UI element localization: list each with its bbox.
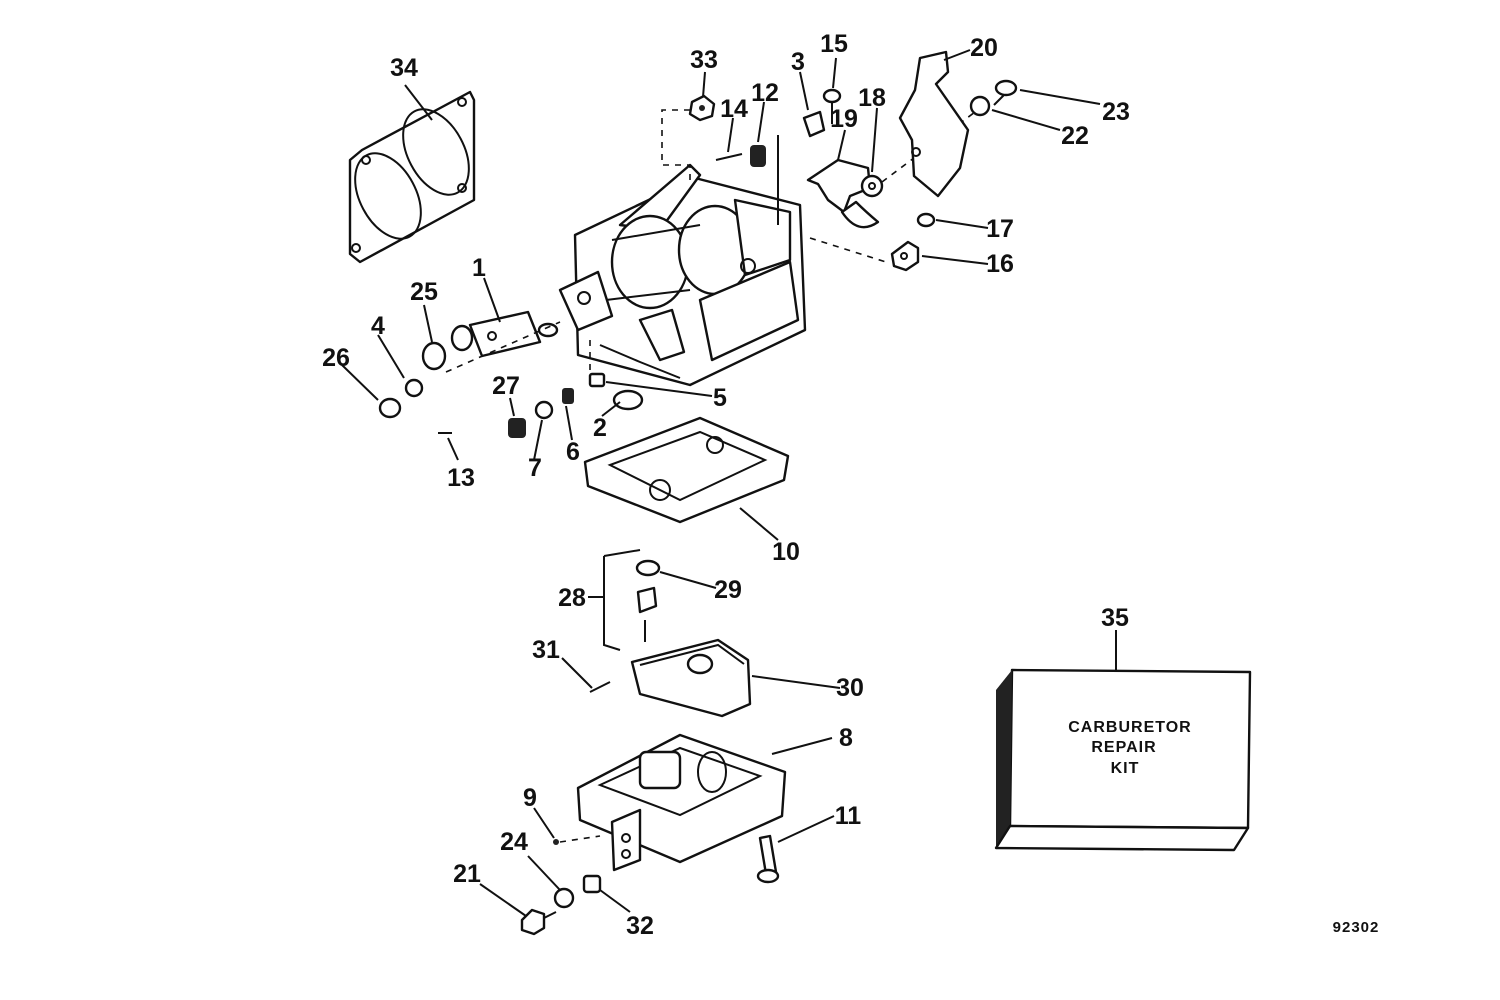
label-17: 17: [986, 215, 1014, 243]
label-12: 12: [751, 79, 779, 107]
label-5: 5: [713, 384, 727, 412]
label-27: 27: [492, 372, 520, 400]
part-labels: 1 2 3 4 5 6 7 8 9 10 11 12 13 14 15 16 1…: [322, 30, 1130, 940]
bracket-3: [777, 110, 826, 225]
label-4: 4: [371, 312, 385, 340]
kit-line-3: KIT: [1111, 760, 1140, 777]
screw-23: [993, 79, 1018, 106]
label-3: 3: [791, 48, 805, 76]
clamp-16: [890, 240, 920, 272]
screw-17: [916, 212, 936, 228]
label-34: 34: [390, 54, 418, 82]
label-26: 26: [322, 344, 350, 372]
label-20: 20: [970, 34, 998, 62]
jet-32: [582, 874, 602, 894]
label-2: 2: [593, 414, 607, 442]
washer-18: [860, 174, 884, 198]
needle-seat-28: [603, 549, 661, 651]
figure-number: 92302: [1333, 919, 1380, 936]
screw-11: [756, 834, 780, 884]
label-33: 33: [690, 46, 718, 74]
label-9: 9: [523, 784, 537, 812]
label-11: 11: [835, 802, 862, 830]
throttle-shaft-1: [450, 310, 559, 358]
label-8: 8: [839, 724, 853, 752]
label-21: 21: [453, 860, 481, 888]
label-1: 1: [472, 254, 486, 282]
label-6: 6: [566, 438, 580, 466]
label-13: 13: [447, 464, 475, 492]
lever-19: [806, 158, 872, 214]
label-35: 35: [1101, 604, 1129, 632]
repair-kit-box-35: CARBURETOR REPAIR KIT: [994, 668, 1252, 852]
nut-33: [688, 94, 716, 122]
label-16: 16: [986, 250, 1014, 278]
label-22: 22: [1061, 122, 1089, 150]
label-18: 18: [858, 84, 886, 112]
pin-31: [589, 681, 611, 693]
float-bowl-8: [559, 733, 787, 872]
label-30: 30: [836, 674, 864, 702]
label-24: 24: [500, 828, 528, 856]
label-25: 25: [410, 278, 438, 306]
label-32: 32: [626, 912, 654, 940]
kit-line-1: CARBURETOR: [1068, 719, 1191, 736]
leader-lines: [341, 49, 1117, 917]
kit-line-2: REPAIR: [1091, 739, 1156, 756]
label-19: 19: [830, 105, 858, 133]
float-30: [630, 638, 752, 718]
screw-21: [520, 908, 557, 936]
ball-9: [553, 839, 559, 845]
washer-7: [534, 400, 554, 420]
washer-4: [404, 378, 424, 398]
dash-shaft: [445, 321, 561, 373]
hook-part: [840, 200, 880, 229]
dash-16: [809, 237, 887, 263]
label-31: 31: [532, 636, 560, 664]
gasket-10: [583, 416, 790, 524]
plug-2: [612, 389, 644, 411]
screw-27: [508, 418, 526, 438]
gasket-34: [348, 90, 476, 264]
screw-26: [378, 397, 402, 419]
label-14: 14: [720, 95, 748, 123]
screw-15: [822, 88, 842, 124]
washer-24: [553, 887, 575, 909]
washer-22: [969, 95, 991, 117]
label-28: 28: [558, 584, 586, 612]
spring-6: [562, 388, 574, 404]
pin-14: [715, 153, 743, 161]
label-23: 23: [1102, 98, 1130, 126]
bushing-25: [421, 341, 447, 371]
carburetor-body: [558, 163, 807, 387]
cam-20: [898, 50, 970, 198]
label-15: 15: [820, 30, 848, 58]
plug-5: [588, 372, 606, 388]
label-29: 29: [714, 576, 742, 604]
label-10: 10: [772, 538, 800, 566]
spring-12: [750, 145, 766, 167]
label-7: 7: [528, 454, 542, 482]
